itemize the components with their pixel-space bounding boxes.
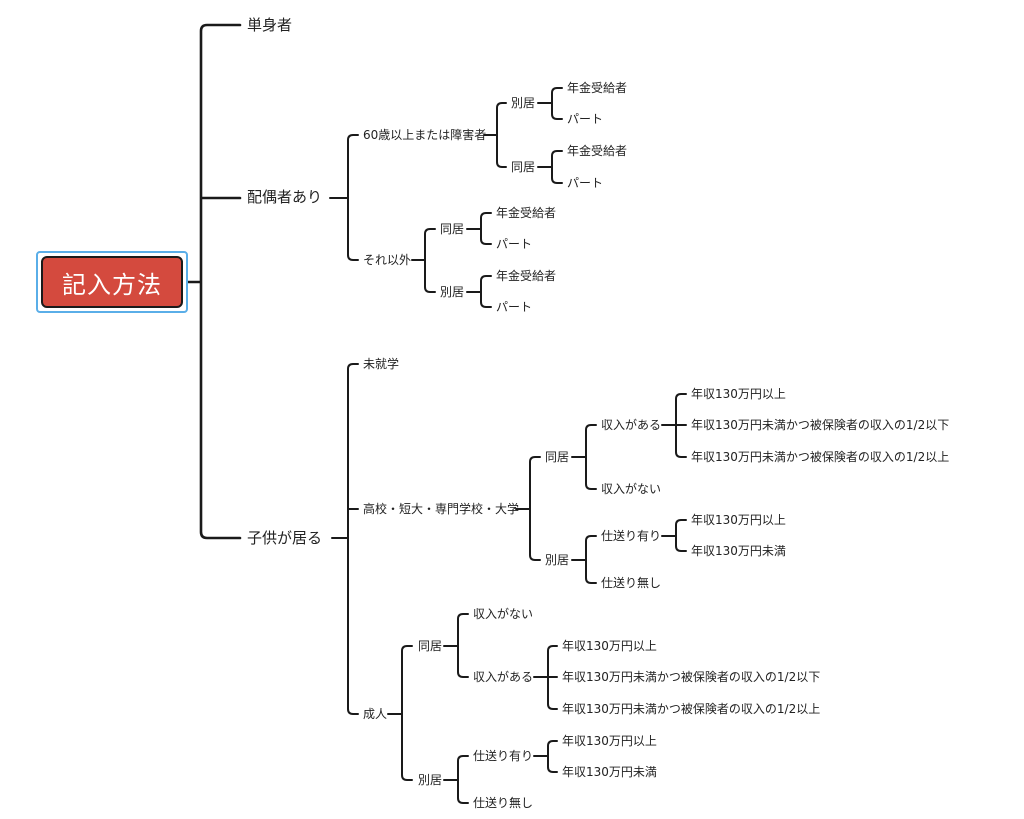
node-adult-allowance-b[interactable]: 年収130万円未満 xyxy=(562,765,657,779)
connector-5 xyxy=(411,228,436,293)
node-student[interactable]: 高校・短大・専門学校・大学 xyxy=(363,502,520,516)
node-other-together[interactable]: 同居 xyxy=(440,222,465,236)
connector-3 xyxy=(537,87,563,120)
connector-12 xyxy=(571,535,597,584)
node-student-separate[interactable]: 別居 xyxy=(545,553,570,567)
node-adult-allowance-a[interactable]: 年収130万円以上 xyxy=(562,734,657,748)
node-other-separate-pension[interactable]: 年金受給者 xyxy=(496,269,557,283)
node-adult-allowance-no[interactable]: 仕送り無し xyxy=(473,796,534,810)
node-over60-together[interactable]: 同居 xyxy=(511,160,536,174)
node-adult-income-a[interactable]: 年収130万円以上 xyxy=(562,639,657,653)
node-adult-income-yes[interactable]: 収入がある xyxy=(473,670,534,684)
connector-15 xyxy=(443,613,469,678)
connector-17 xyxy=(443,755,469,804)
node-adult-income-b[interactable]: 年収130万円未満かつ被保険者の収入の1/2以下 xyxy=(562,670,821,684)
node-student-allowance-a[interactable]: 年収130万円以上 xyxy=(691,513,786,527)
connector-1 xyxy=(329,134,359,261)
node-children[interactable]: 子供が居る xyxy=(247,529,323,547)
node-student-income-b[interactable]: 年収130万円未満かつ被保険者の収入の1/2以下 xyxy=(691,418,950,432)
node-other-together-part[interactable]: パート xyxy=(496,237,533,251)
node-over60[interactable]: 60歳以上または障害者 xyxy=(363,128,487,142)
node-preschool[interactable]: 未就学 xyxy=(363,357,400,371)
node-adult-income-c[interactable]: 年収130万円未満かつ被保険者の収入の1/2以上 xyxy=(562,702,821,716)
connector-10 xyxy=(571,424,597,490)
node-spouse[interactable]: 配偶者あり xyxy=(247,188,323,206)
node-other-together-pension[interactable]: 年金受給者 xyxy=(496,206,557,220)
connector-11 xyxy=(661,393,687,458)
connector-4 xyxy=(537,150,563,184)
node-adult-separate[interactable]: 別居 xyxy=(418,773,443,787)
node-adult-together[interactable]: 同居 xyxy=(418,639,443,653)
node-student-allowance-yes[interactable]: 仕送り有り xyxy=(601,529,662,543)
node-other-separate[interactable]: 別居 xyxy=(440,285,465,299)
connector-0 xyxy=(186,23,242,540)
root-node[interactable]: 記入方法 xyxy=(41,256,183,308)
connector-9 xyxy=(515,456,541,561)
node-student-income-yes[interactable]: 収入がある xyxy=(601,418,662,432)
connector-7 xyxy=(466,275,492,308)
node-other-separate-part[interactable]: パート xyxy=(496,300,533,314)
connector-18 xyxy=(533,740,558,773)
node-over60-separate-part[interactable]: パート xyxy=(567,112,604,126)
root-title: 記入方法 xyxy=(62,270,162,299)
node-single[interactable]: 単身者 xyxy=(247,16,293,34)
connector-6 xyxy=(466,212,492,245)
node-student-together[interactable]: 同居 xyxy=(545,450,570,464)
node-adult-income-no[interactable]: 収入がない xyxy=(473,607,534,621)
node-over60-together-pension[interactable]: 年金受給者 xyxy=(567,144,628,158)
node-student-allowance-no[interactable]: 仕送り無し xyxy=(601,576,662,590)
node-adult[interactable]: 成人 xyxy=(363,707,388,721)
node-other[interactable]: それ以外 xyxy=(363,253,412,267)
connector-8 xyxy=(331,363,359,715)
node-adult-allowance-yes[interactable]: 仕送り有り xyxy=(473,749,534,763)
root-node-selection[interactable]: 記入方法 xyxy=(36,251,188,313)
connector-2 xyxy=(483,102,507,168)
node-student-income-a[interactable]: 年収130万円以上 xyxy=(691,387,786,401)
node-student-allowance-b[interactable]: 年収130万円未満 xyxy=(691,544,786,558)
connector-16 xyxy=(533,645,558,710)
node-student-income-c[interactable]: 年収130万円未満かつ被保険者の収入の1/2以上 xyxy=(691,450,950,464)
node-over60-separate[interactable]: 別居 xyxy=(511,96,536,110)
connector-14 xyxy=(387,645,413,781)
node-student-income-no[interactable]: 収入がない xyxy=(601,482,662,496)
connector-13 xyxy=(661,519,687,552)
node-over60-together-part[interactable]: パート xyxy=(567,176,604,190)
node-over60-separate-pension[interactable]: 年金受給者 xyxy=(567,81,628,95)
